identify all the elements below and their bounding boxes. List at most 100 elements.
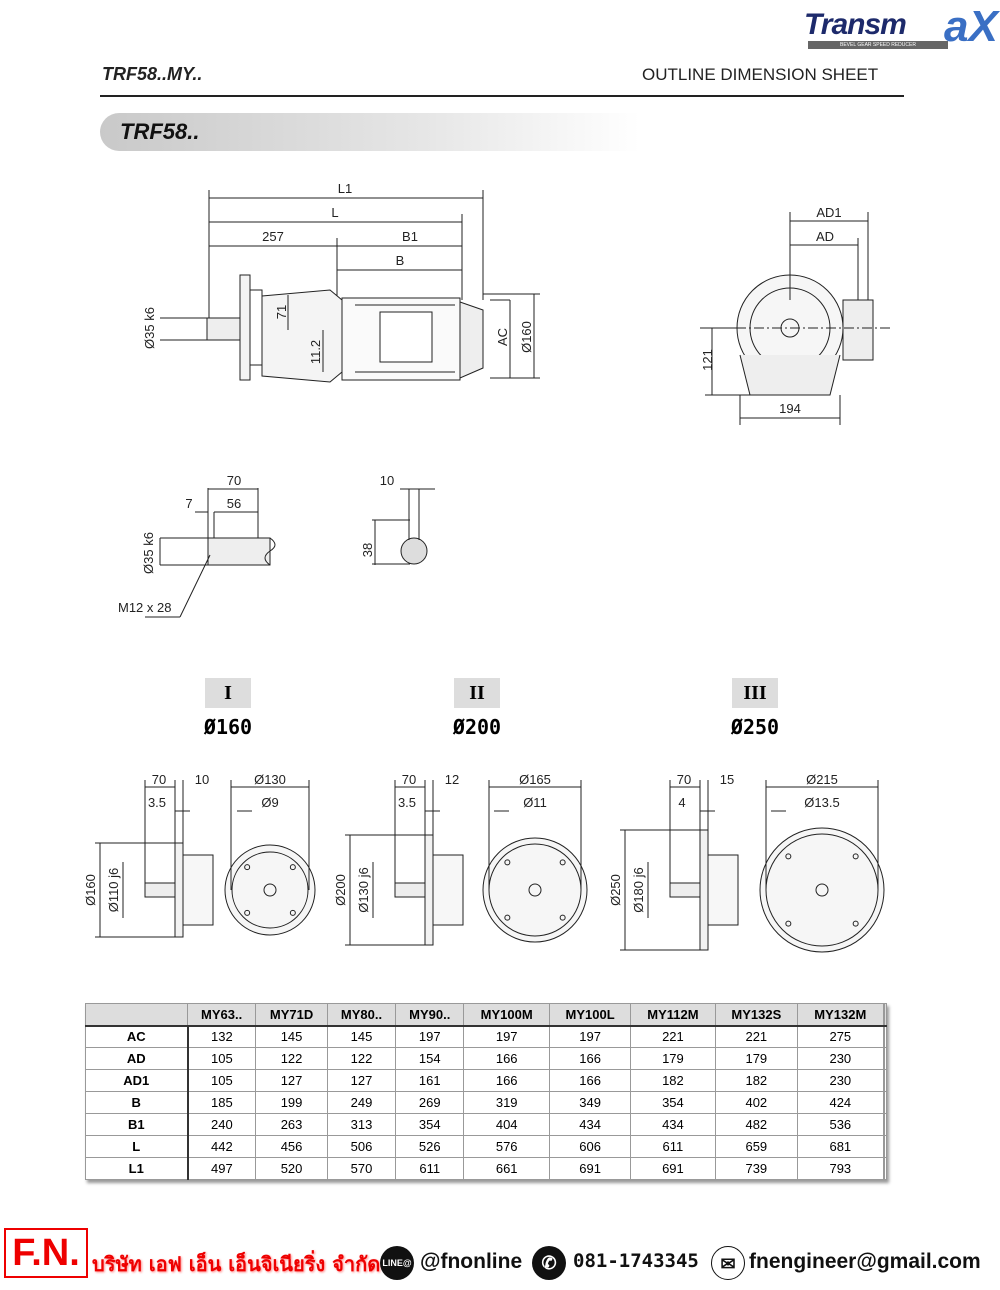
line-icon: LINE@ (380, 1246, 414, 1280)
row-label: AC (85, 1025, 189, 1048)
column-header: MY100M (463, 1003, 551, 1027)
table-cell: 105 (186, 1069, 257, 1092)
table-cell: 221 (630, 1025, 716, 1048)
flange-pcd: Ø165 (519, 772, 551, 787)
flange-pcd: Ø130 (254, 772, 286, 787)
table-cell: 197 (549, 1025, 632, 1048)
row-label: B1 (85, 1113, 189, 1136)
table-cell (884, 1135, 887, 1158)
dim-38: 38 (360, 543, 375, 557)
dim-shaft-k6: Ø35 k6 (141, 532, 156, 574)
dim-AD: AD (816, 229, 834, 244)
table-cell: 354 (630, 1091, 716, 1114)
email-icon: ✉ (711, 1246, 745, 1280)
flange-diameter-II: Ø200 (452, 715, 502, 739)
table-cell: 230 (796, 1069, 884, 1092)
dim-7: 7 (185, 496, 192, 511)
table-cell: 691 (549, 1157, 632, 1180)
table-cell: 179 (714, 1047, 798, 1070)
phone-number[interactable]: 081-1743345 (573, 1250, 699, 1272)
flange-diameter-I: Ø160 (203, 715, 253, 739)
flange-outer-diameter: Ø250 (608, 874, 623, 906)
table-corner (85, 1003, 188, 1027)
table-cell: 404 (463, 1113, 551, 1136)
table-cell (884, 1113, 887, 1136)
table-cell: 166 (549, 1047, 632, 1070)
table-cell: 230 (796, 1047, 884, 1070)
table-cell: 606 (549, 1135, 632, 1158)
dim-B: B (396, 253, 405, 268)
dim-B1: B1 (402, 229, 418, 244)
fn-logo: F.N. (4, 1228, 88, 1278)
table-cell (884, 1157, 887, 1180)
row-label: L1 (85, 1157, 189, 1180)
table-cell: 199 (255, 1091, 328, 1114)
table-cell: 127 (326, 1069, 397, 1092)
flange-dim-b: 12 (445, 772, 459, 787)
shaft-detail (145, 488, 435, 618)
flange-hole-diameter: Ø13.5 (804, 795, 839, 810)
table-cell (884, 1069, 887, 1092)
email-address[interactable]: fnengineer@gmail.com (749, 1250, 981, 1273)
table-cell: 576 (463, 1135, 551, 1158)
flange-type-III: III (732, 678, 778, 708)
table-cell: 122 (326, 1047, 397, 1070)
row-label: AD1 (85, 1069, 189, 1092)
dim-AC: AC (495, 328, 510, 346)
row-label: L (85, 1135, 189, 1158)
header-divider (100, 95, 904, 97)
table-cell: 793 (796, 1157, 884, 1180)
dim-257: 257 (262, 229, 284, 244)
line-id[interactable]: @fnonline (420, 1250, 523, 1273)
dim-AD1: AD1 (816, 205, 841, 220)
brand-text: Transm (804, 8, 907, 41)
table-cell: 127 (255, 1069, 328, 1092)
section-banner: TRF58.. (100, 113, 640, 151)
flange-dim-a: 70 (402, 772, 416, 787)
table-cell: 506 (326, 1135, 397, 1158)
column-header: MY80.. (326, 1003, 397, 1027)
table-cell: 482 (714, 1113, 798, 1136)
table-cell: 263 (255, 1113, 328, 1136)
table-cell: 570 (326, 1157, 397, 1180)
flange-dim-b: 15 (720, 772, 734, 787)
main-view (160, 190, 540, 383)
column-header: MY90.. (395, 1003, 465, 1027)
table-cell: 197 (463, 1025, 551, 1048)
row-label: B (85, 1091, 189, 1114)
table-cell: 161 (395, 1069, 465, 1092)
table-cell: 536 (796, 1113, 884, 1136)
table-cell: 319 (463, 1091, 551, 1114)
column-header: MY132M (796, 1003, 884, 1027)
table-cell: 166 (463, 1069, 551, 1092)
dim-160: Ø160 (519, 321, 534, 353)
column-header: MY63.. (186, 1003, 257, 1027)
table-cell: 424 (796, 1091, 884, 1114)
table-cell: 497 (186, 1157, 257, 1180)
flange-pilot-diameter: Ø110 j6 (106, 868, 121, 913)
table-cell: 611 (630, 1135, 716, 1158)
flange-diameter-III: Ø250 (730, 715, 780, 739)
table-cell: 520 (255, 1157, 328, 1180)
table-cell: 221 (714, 1025, 798, 1048)
table-cell: 275 (796, 1025, 884, 1048)
table-cell: 659 (714, 1135, 798, 1158)
table-cell: 166 (549, 1069, 632, 1092)
table-cell: 166 (463, 1047, 551, 1070)
table-cell: 145 (326, 1025, 397, 1048)
dim-121: 121 (700, 349, 715, 371)
table-cell: 456 (255, 1135, 328, 1158)
flange-dim-a: 70 (152, 772, 166, 787)
table-cell: 154 (395, 1047, 465, 1070)
table-cell: 105 (186, 1047, 257, 1070)
table-cell: 145 (255, 1025, 328, 1048)
table-cell: 122 (255, 1047, 328, 1070)
flange-pilot-diameter: Ø180 j6 (631, 867, 646, 913)
brand-x: aX (944, 2, 998, 51)
